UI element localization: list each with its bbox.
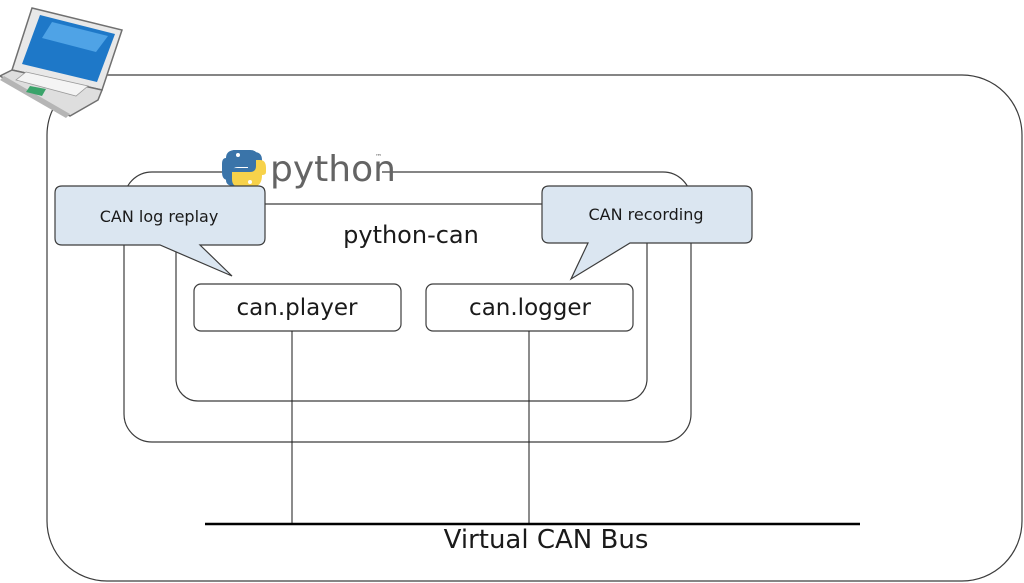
- can-player-label: can.player: [237, 295, 358, 321]
- python-boundary: [123, 171, 692, 443]
- callout-recording-text: CAN recording: [588, 205, 703, 224]
- virtual-can-bus-label: Virtual CAN Bus: [444, 525, 649, 555]
- python-can-title: python-can: [343, 221, 479, 249]
- can-player-box: [193, 283, 402, 332]
- can-logger-label: can.logger: [469, 295, 591, 321]
- python-logo-word: python: [270, 149, 396, 190]
- python-logo: python ™: [222, 149, 396, 190]
- callout-recording: [541, 185, 753, 281]
- python-logo-icon: [222, 150, 266, 187]
- callout-replay: [54, 185, 266, 277]
- laptop-icon: [0, 7, 123, 118]
- python-can-boundary: [175, 203, 648, 402]
- python-logo-tm: ™: [375, 153, 382, 161]
- pc-boundary: [46, 74, 1023, 582]
- callout-replay-text: CAN log replay: [100, 207, 219, 226]
